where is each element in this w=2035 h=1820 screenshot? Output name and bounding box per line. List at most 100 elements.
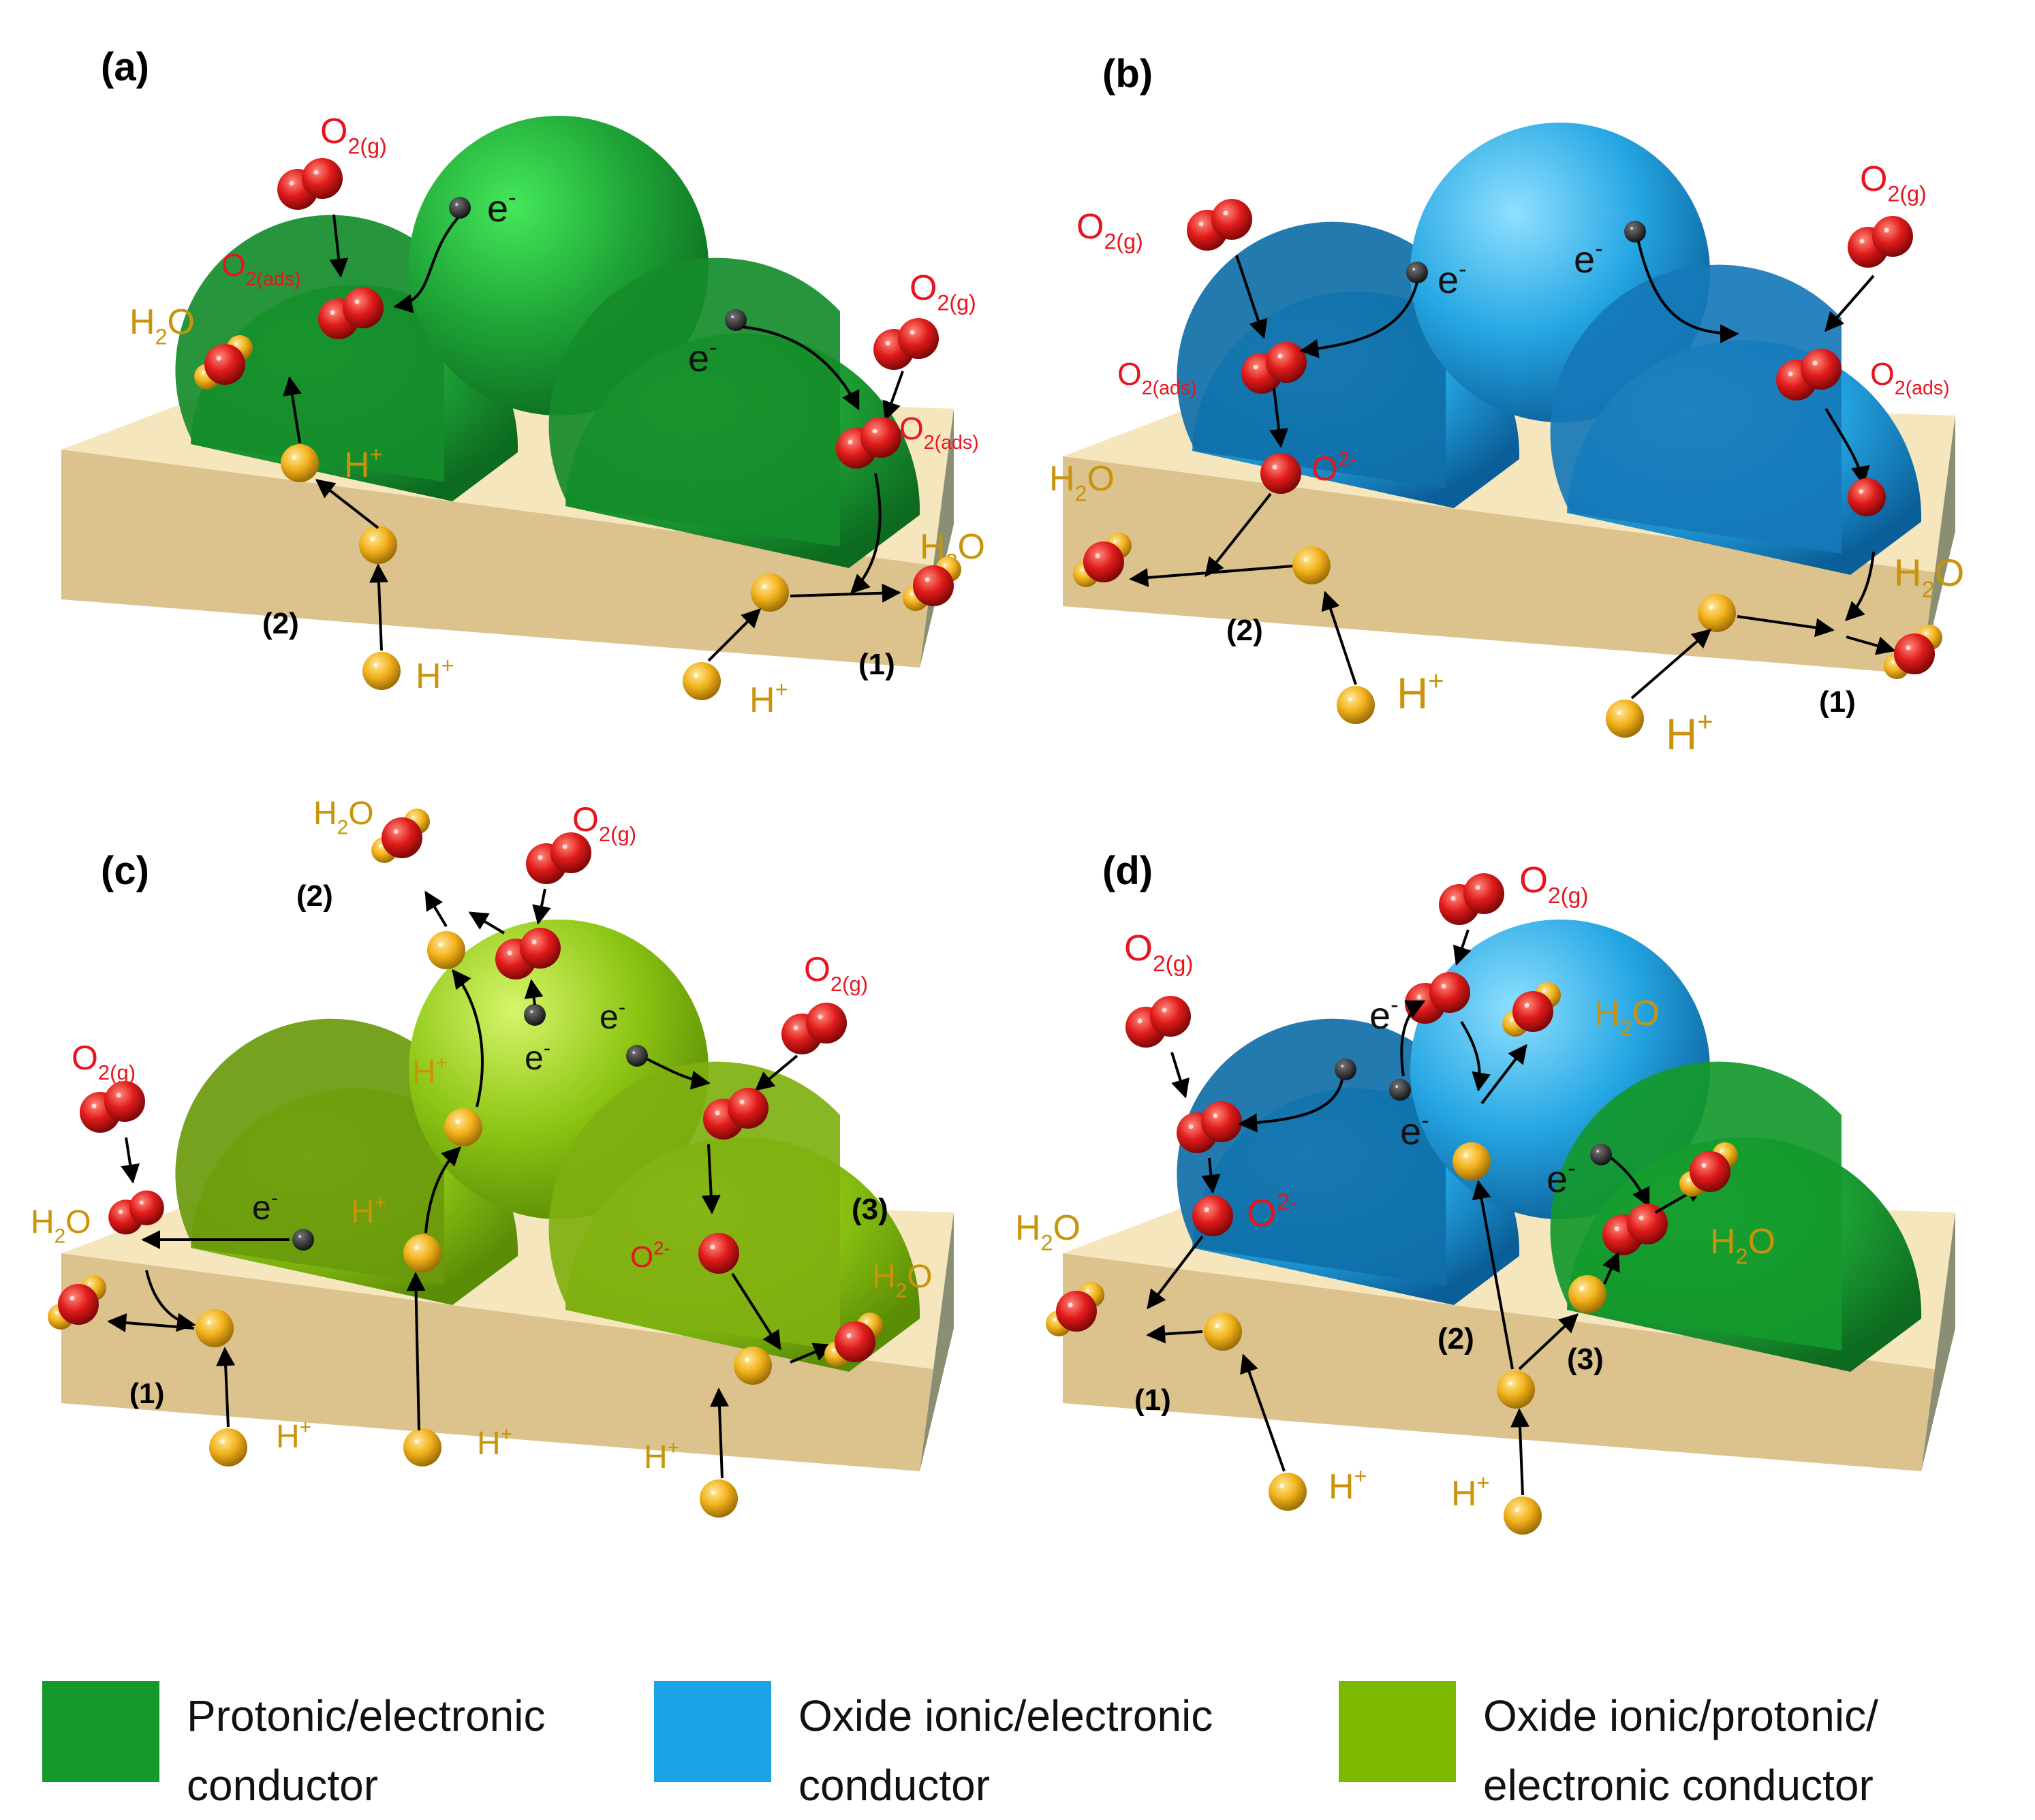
oxygen-atom: [1150, 996, 1191, 1037]
o2-gas: [277, 158, 343, 210]
reaction-arrow: [532, 888, 551, 925]
oxygen-atom: [1463, 873, 1504, 914]
reaction-arrow: [1201, 1157, 1221, 1194]
reaction-arrow: [406, 1272, 426, 1431]
proton-label: H+: [351, 1191, 386, 1230]
o2-gas: [781, 1003, 847, 1054]
o2-gas: [1848, 216, 1913, 268]
oxygen-atom: [1056, 1291, 1097, 1332]
oxygen-atom: [1211, 199, 1252, 240]
o2-gas: [1187, 199, 1252, 251]
panel-b: (b)O2(g)O2(ads)e-O2-H2OH+(2)e-O2(g)O2(ad…: [1049, 52, 1964, 759]
o2-ads: [1602, 1204, 1668, 1255]
reaction-arrow: [1610, 1157, 1650, 1208]
electron: [1406, 262, 1428, 283]
electron: [292, 1229, 314, 1251]
reaction-arrow: [1299, 282, 1418, 358]
reaction-arrow: [121, 1137, 140, 1184]
legend-label: Oxide ionic/protonic/ electronic conduct…: [1483, 1691, 1878, 1810]
reaction-arrow: [283, 376, 302, 443]
oxygen-atom: [1083, 542, 1124, 582]
reaction-arrow: [1602, 1251, 1620, 1285]
proton: [196, 1309, 234, 1347]
water-molecule: [194, 335, 253, 390]
water-molecule: [1046, 1282, 1104, 1336]
proton: [362, 652, 401, 690]
proton: [1497, 1370, 1535, 1409]
electron: [449, 197, 471, 219]
oxygen-atom: [1894, 633, 1935, 674]
electron: [1624, 221, 1646, 242]
pathway-label: (1): [1134, 1383, 1171, 1417]
water-molecule: [903, 556, 961, 611]
reaction-arrow: [315, 479, 379, 529]
electron-label: e-: [600, 995, 625, 1036]
oxide-label: O2-: [630, 1238, 670, 1274]
reaction-arrow: [424, 1146, 461, 1234]
proton: [403, 1428, 441, 1466]
proton: [1504, 1496, 1542, 1535]
oxygen-atom: [728, 1088, 768, 1129]
water-label: H2O: [1710, 1222, 1775, 1269]
pathway-label: (3): [852, 1193, 888, 1226]
proton: [700, 1479, 738, 1518]
electron-label: e-: [1574, 236, 1603, 281]
proton: [1269, 1473, 1307, 1511]
panel-label: (d): [1102, 849, 1153, 893]
oxygen-atom: [1690, 1151, 1730, 1192]
reaction-arrow: [1630, 629, 1712, 700]
o2-ads: [1776, 349, 1842, 401]
reaction-arrow: [393, 217, 459, 313]
o2-gas: [526, 832, 591, 884]
reaction-arrow: [790, 1343, 833, 1364]
electron: [1389, 1079, 1411, 1101]
right-grain: [548, 1061, 920, 1372]
proton: [359, 526, 397, 564]
o2-gas-label: O2(g): [572, 800, 636, 846]
right-grain: [1550, 264, 1922, 575]
oxygen-atom: [1627, 1204, 1668, 1244]
reaction-arrow: [452, 969, 484, 1108]
oxygen-atom: [550, 832, 591, 873]
water-molecule: [824, 1313, 883, 1367]
legend-item-oxide-ionic: Oxide ionic/electronic conductor: [654, 1681, 1213, 1820]
electron: [1590, 1144, 1612, 1165]
reaction-arrow: [742, 326, 860, 411]
reaction-arrow: [1146, 1324, 1203, 1344]
water-label: H2O: [872, 1259, 933, 1302]
pathway-label: (1): [1819, 685, 1856, 719]
electron-label: e-: [1400, 1108, 1429, 1152]
electron: [725, 309, 747, 331]
proton-label: H+: [412, 1052, 448, 1091]
proton: [683, 662, 721, 700]
reaction-arrow: [1845, 551, 1875, 621]
reaction-arrow: [369, 563, 388, 651]
legend-swatch-lime: [1339, 1681, 1456, 1782]
proton: [1698, 594, 1736, 632]
proton-label: H+: [1451, 1471, 1489, 1513]
proton-label: H+: [477, 1423, 512, 1462]
reaction-arrow: [709, 1387, 729, 1479]
electron: [626, 1045, 648, 1067]
legend-item-triple: Oxide ionic/protonic/ electronic conduct…: [1339, 1681, 1878, 1820]
o2-ads: [108, 1190, 164, 1235]
pathway-label: (1): [129, 1377, 164, 1409]
proton: [1453, 1142, 1491, 1180]
legend-label: Protonic/electronic conductor: [187, 1691, 546, 1810]
reaction-arrow: [424, 890, 448, 928]
reaction-arrow: [524, 979, 544, 1005]
water-molecule: [371, 809, 430, 863]
legend-label: Oxide ionic/electronic conductor: [798, 1691, 1213, 1810]
electron-label: e-: [252, 1186, 278, 1227]
reaction-arrow: [468, 911, 506, 935]
water-molecule: [48, 1275, 106, 1330]
oxygen-atom: [913, 565, 954, 606]
oxygen-atom: [1266, 342, 1307, 383]
electron-label: e-: [1547, 1155, 1576, 1200]
oxygen-atom: [1429, 972, 1470, 1013]
pathway-label: (2): [1226, 614, 1263, 647]
reaction-arrow: [1235, 255, 1268, 339]
o2-ads: [1177, 1101, 1242, 1153]
oxygen-atom: [302, 158, 343, 199]
panel-label: (b): [1102, 52, 1153, 96]
